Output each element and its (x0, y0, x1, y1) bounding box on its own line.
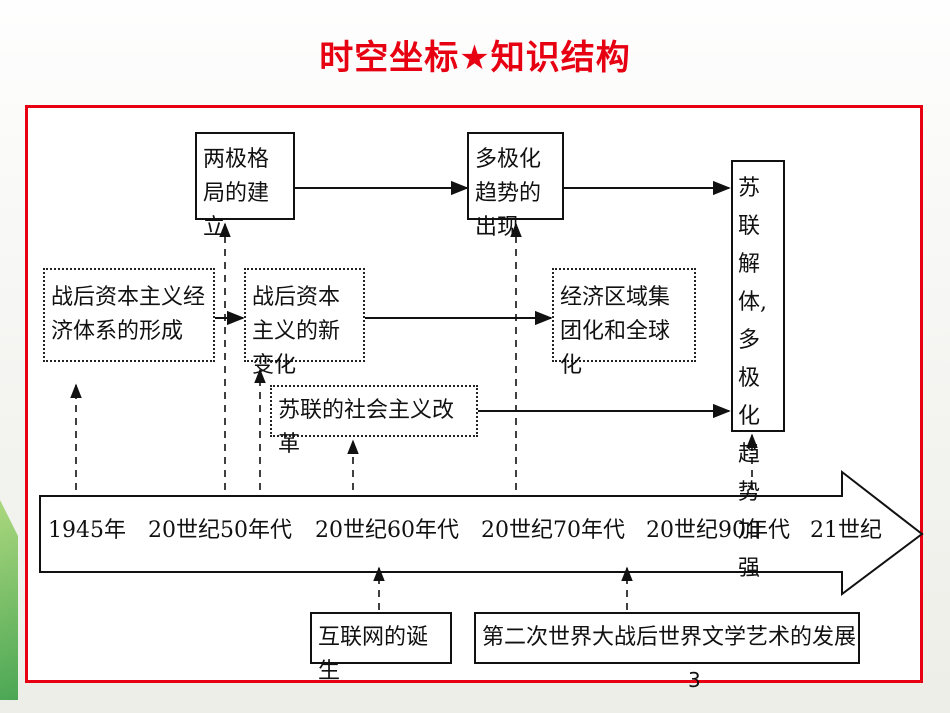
page-title: 时空坐标★知识结构 (319, 38, 631, 78)
timeline-label-1990s: 20世纪90年代 (646, 518, 790, 543)
timeline-label-1950s: 20世纪50年代 (148, 518, 292, 543)
box-soviet-reform: 苏联的社会主义改革 (270, 385, 478, 457)
timeline-label-1970s: 20世纪70年代 (481, 518, 625, 543)
box-capitalist-system: 战后资本主义经济体系的形成 (43, 268, 215, 362)
box-bipolar-structure: 两极格局的建立 (195, 132, 295, 240)
box-multipolar-emerge: 多极化趋势的出现 (467, 132, 564, 240)
timeline-label-1945: 1945年 (48, 518, 126, 543)
timeline-label-1960s: 20世纪60年代 (315, 518, 459, 543)
box-capitalist-change: 战后资本主义的新变化 (244, 268, 365, 378)
box-internet-birth: 互联网的诞生 (310, 612, 452, 684)
box-literature-art: 第二次世界大战后世界文学艺术的发展 (474, 612, 860, 664)
corner-decoration (0, 500, 18, 700)
timeline-arrow (39, 469, 924, 596)
page-number: 3 (688, 668, 701, 692)
box-regional-global: 经济区域集团化和全球化 (552, 268, 696, 378)
box-soviet-collapse: 苏联解体,多极化趋势加强 (731, 160, 785, 581)
timeline-label-21st: 21世纪 (810, 518, 882, 543)
